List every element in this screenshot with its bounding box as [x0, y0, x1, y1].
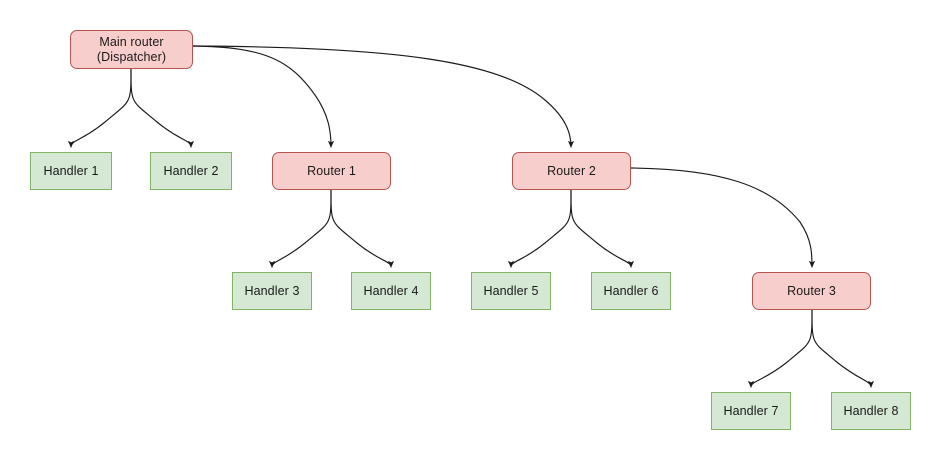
node-router-1[interactable]: Router 1 [272, 152, 391, 190]
edge-router-2-to-router-3 [630, 167, 816, 268]
edge-router-3-to-handler-7 [747, 309, 813, 388]
node-handler-7[interactable]: Handler 7 [711, 392, 791, 430]
node-handler-6[interactable]: Handler 6 [591, 272, 671, 310]
node-handler-5[interactable]: Handler 5 [471, 272, 551, 310]
node-router-2[interactable]: Router 2 [512, 152, 631, 190]
node-handler-8[interactable]: Handler 8 [831, 392, 911, 430]
edge-router-3-to-handler-8 [811, 309, 875, 388]
node-router-3[interactable]: Router 3 [752, 272, 871, 310]
edges-group [67, 45, 875, 388]
node-handler-4[interactable]: Handler 4 [351, 272, 431, 310]
edge-main-router-to-handler-1 [67, 68, 132, 148]
edge-main-router-to-router-2 [192, 45, 575, 148]
node-handler-1[interactable]: Handler 1 [30, 152, 112, 190]
node-handler-3[interactable]: Handler 3 [232, 272, 312, 310]
node-main-router[interactable]: Main router (Dispatcher) [70, 30, 193, 69]
edge-router-2-to-handler-5 [507, 189, 572, 268]
edge-main-router-to-router-1 [192, 45, 335, 148]
edge-router-1-to-handler-4 [330, 189, 395, 268]
edge-router-1-to-handler-3 [268, 189, 332, 268]
edge-main-router-to-handler-2 [130, 68, 195, 148]
node-handler-2[interactable]: Handler 2 [150, 152, 232, 190]
edge-router-2-to-handler-6 [570, 189, 635, 268]
